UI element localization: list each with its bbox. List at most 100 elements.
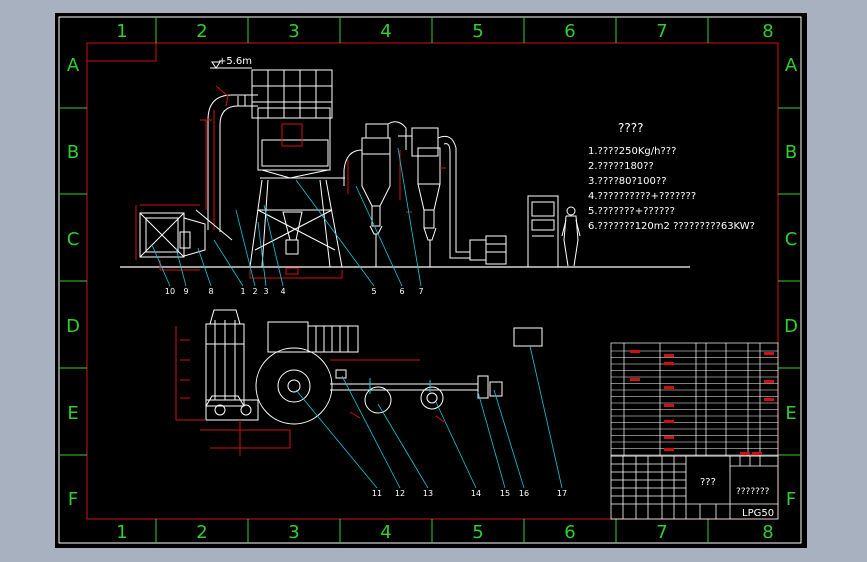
parts-cell-mark <box>664 362 674 365</box>
col-label-top: 7 <box>656 21 667 42</box>
row-label-left: D <box>66 316 80 337</box>
row-label-left: C <box>67 229 80 250</box>
control-cabinet <box>527 195 559 268</box>
drawing-canvas <box>55 13 807 548</box>
col-label-top: 3 <box>288 21 299 42</box>
leader-number: 17 <box>557 489 567 498</box>
exhaust-fan <box>469 235 507 265</box>
outer-frame <box>58 16 802 544</box>
leader-number: 5 <box>371 287 376 296</box>
leader-number: 11 <box>372 489 382 498</box>
parts-list-marks <box>630 350 774 455</box>
title-block-title: ??????? <box>736 487 770 497</box>
row-label-right: F <box>786 489 796 510</box>
row-label-left: F <box>68 489 78 510</box>
leader-number: 16 <box>519 489 529 498</box>
top-leader-numbers: 10 9 8 1 2 3 4 5 6 7 <box>165 287 424 296</box>
col-label-top: 2 <box>196 21 207 42</box>
elevation-view: +5.6m <box>120 56 690 296</box>
leader-number: 8 <box>208 287 213 296</box>
technical-notes: ???? 1.????250Kg/h??? 2.?????180?? 3.???… <box>588 121 755 232</box>
parts-cell-mark <box>630 350 640 353</box>
parts-cell-mark <box>764 380 774 383</box>
cyclone-1 <box>343 121 407 267</box>
title-block-text: ??? ??????? LPG50 <box>700 477 774 519</box>
heater-plan <box>205 309 259 421</box>
row-label-right: C <box>785 229 798 250</box>
parts-cell-mark <box>664 448 674 451</box>
leader-number: 3 <box>263 287 268 296</box>
tower-plan <box>255 321 359 425</box>
person-figure <box>561 206 581 267</box>
row-label-right: D <box>784 316 798 337</box>
col-label-top: 5 <box>472 21 483 42</box>
tower-structure <box>249 69 345 268</box>
leader-number: 4 <box>280 287 285 296</box>
col-label-bottom: 6 <box>564 522 575 543</box>
col-label-bottom: 3 <box>288 522 299 543</box>
row-label-left: E <box>67 403 78 424</box>
leader-number: 14 <box>471 489 481 498</box>
bottom-leader-lines <box>295 345 563 489</box>
col-label-top: 4 <box>380 21 391 42</box>
main-duct <box>200 85 258 232</box>
leader-number: 12 <box>395 489 405 498</box>
elevation-label: +5.6m <box>218 56 252 67</box>
grid-labels: 1 2 3 4 5 6 7 8 1 2 3 4 5 6 7 8 A B C D … <box>66 21 798 543</box>
note-item: 5.???????+?????? <box>588 206 675 217</box>
col-label-bottom: 5 <box>472 522 483 543</box>
col-label-top: 8 <box>762 21 773 42</box>
leader-number: 6 <box>399 287 404 296</box>
row-label-right: B <box>785 142 797 163</box>
grid-lines <box>59 17 801 543</box>
row-label-left: B <box>67 142 79 163</box>
note-item: 2.?????180?? <box>588 161 654 172</box>
leader-number: 10 <box>165 287 175 296</box>
parts-cell-mark <box>664 420 674 423</box>
plan-dims-right <box>330 359 445 423</box>
title-block <box>610 455 779 520</box>
parts-cell-mark <box>664 436 674 439</box>
top-leader-lines <box>151 147 422 287</box>
parts-cell-mark <box>740 452 750 455</box>
note-item: 1.????250Kg/h??? <box>588 146 676 157</box>
leader-number: 9 <box>183 287 188 296</box>
plan-cyan-marks <box>369 378 431 394</box>
col-label-bottom: 2 <box>196 522 207 543</box>
cabinet-plan <box>513 327 543 347</box>
col-label-top: 6 <box>564 21 575 42</box>
note-item: 6.???????120m2 ?????????63KW? <box>588 221 755 232</box>
leader-number: 1 <box>240 287 245 296</box>
parts-cell-mark <box>664 386 674 389</box>
plan-duct <box>330 375 503 414</box>
title-block-name: ??? <box>700 477 716 488</box>
note-item: 4.??????????+??????? <box>588 191 696 202</box>
col-label-bottom: 7 <box>656 522 667 543</box>
parts-cell-mark <box>664 404 674 407</box>
parts-cell-mark <box>764 398 774 401</box>
leader-number: 7 <box>418 287 423 296</box>
note-item: 3.????80?100?? <box>588 176 667 187</box>
col-label-bottom: 1 <box>116 522 127 543</box>
notes-title: ???? <box>618 121 643 135</box>
col-label-bottom: 4 <box>380 522 391 543</box>
leader-number: 2 <box>252 287 257 296</box>
elevation-marker: +5.6m <box>210 56 252 69</box>
row-label-right: A <box>785 55 798 76</box>
plan-view: 11 12 13 14 15 16 17 <box>175 309 567 498</box>
col-label-bottom: 8 <box>762 522 773 543</box>
row-label-right: E <box>785 403 796 424</box>
plan-dims-left <box>175 326 291 456</box>
leader-number: 13 <box>423 489 433 498</box>
parts-cell-mark <box>764 352 774 355</box>
drawing-number: LPG50 <box>742 508 774 519</box>
parts-cell-mark <box>752 452 762 455</box>
col-label-top: 1 <box>116 21 127 42</box>
parts-cell-mark <box>630 378 640 381</box>
leader-number: 15 <box>500 489 510 498</box>
corner-tab <box>87 43 157 62</box>
cyclone-2 <box>398 127 470 267</box>
bottom-leader-numbers: 11 12 13 14 15 16 17 <box>372 489 567 498</box>
